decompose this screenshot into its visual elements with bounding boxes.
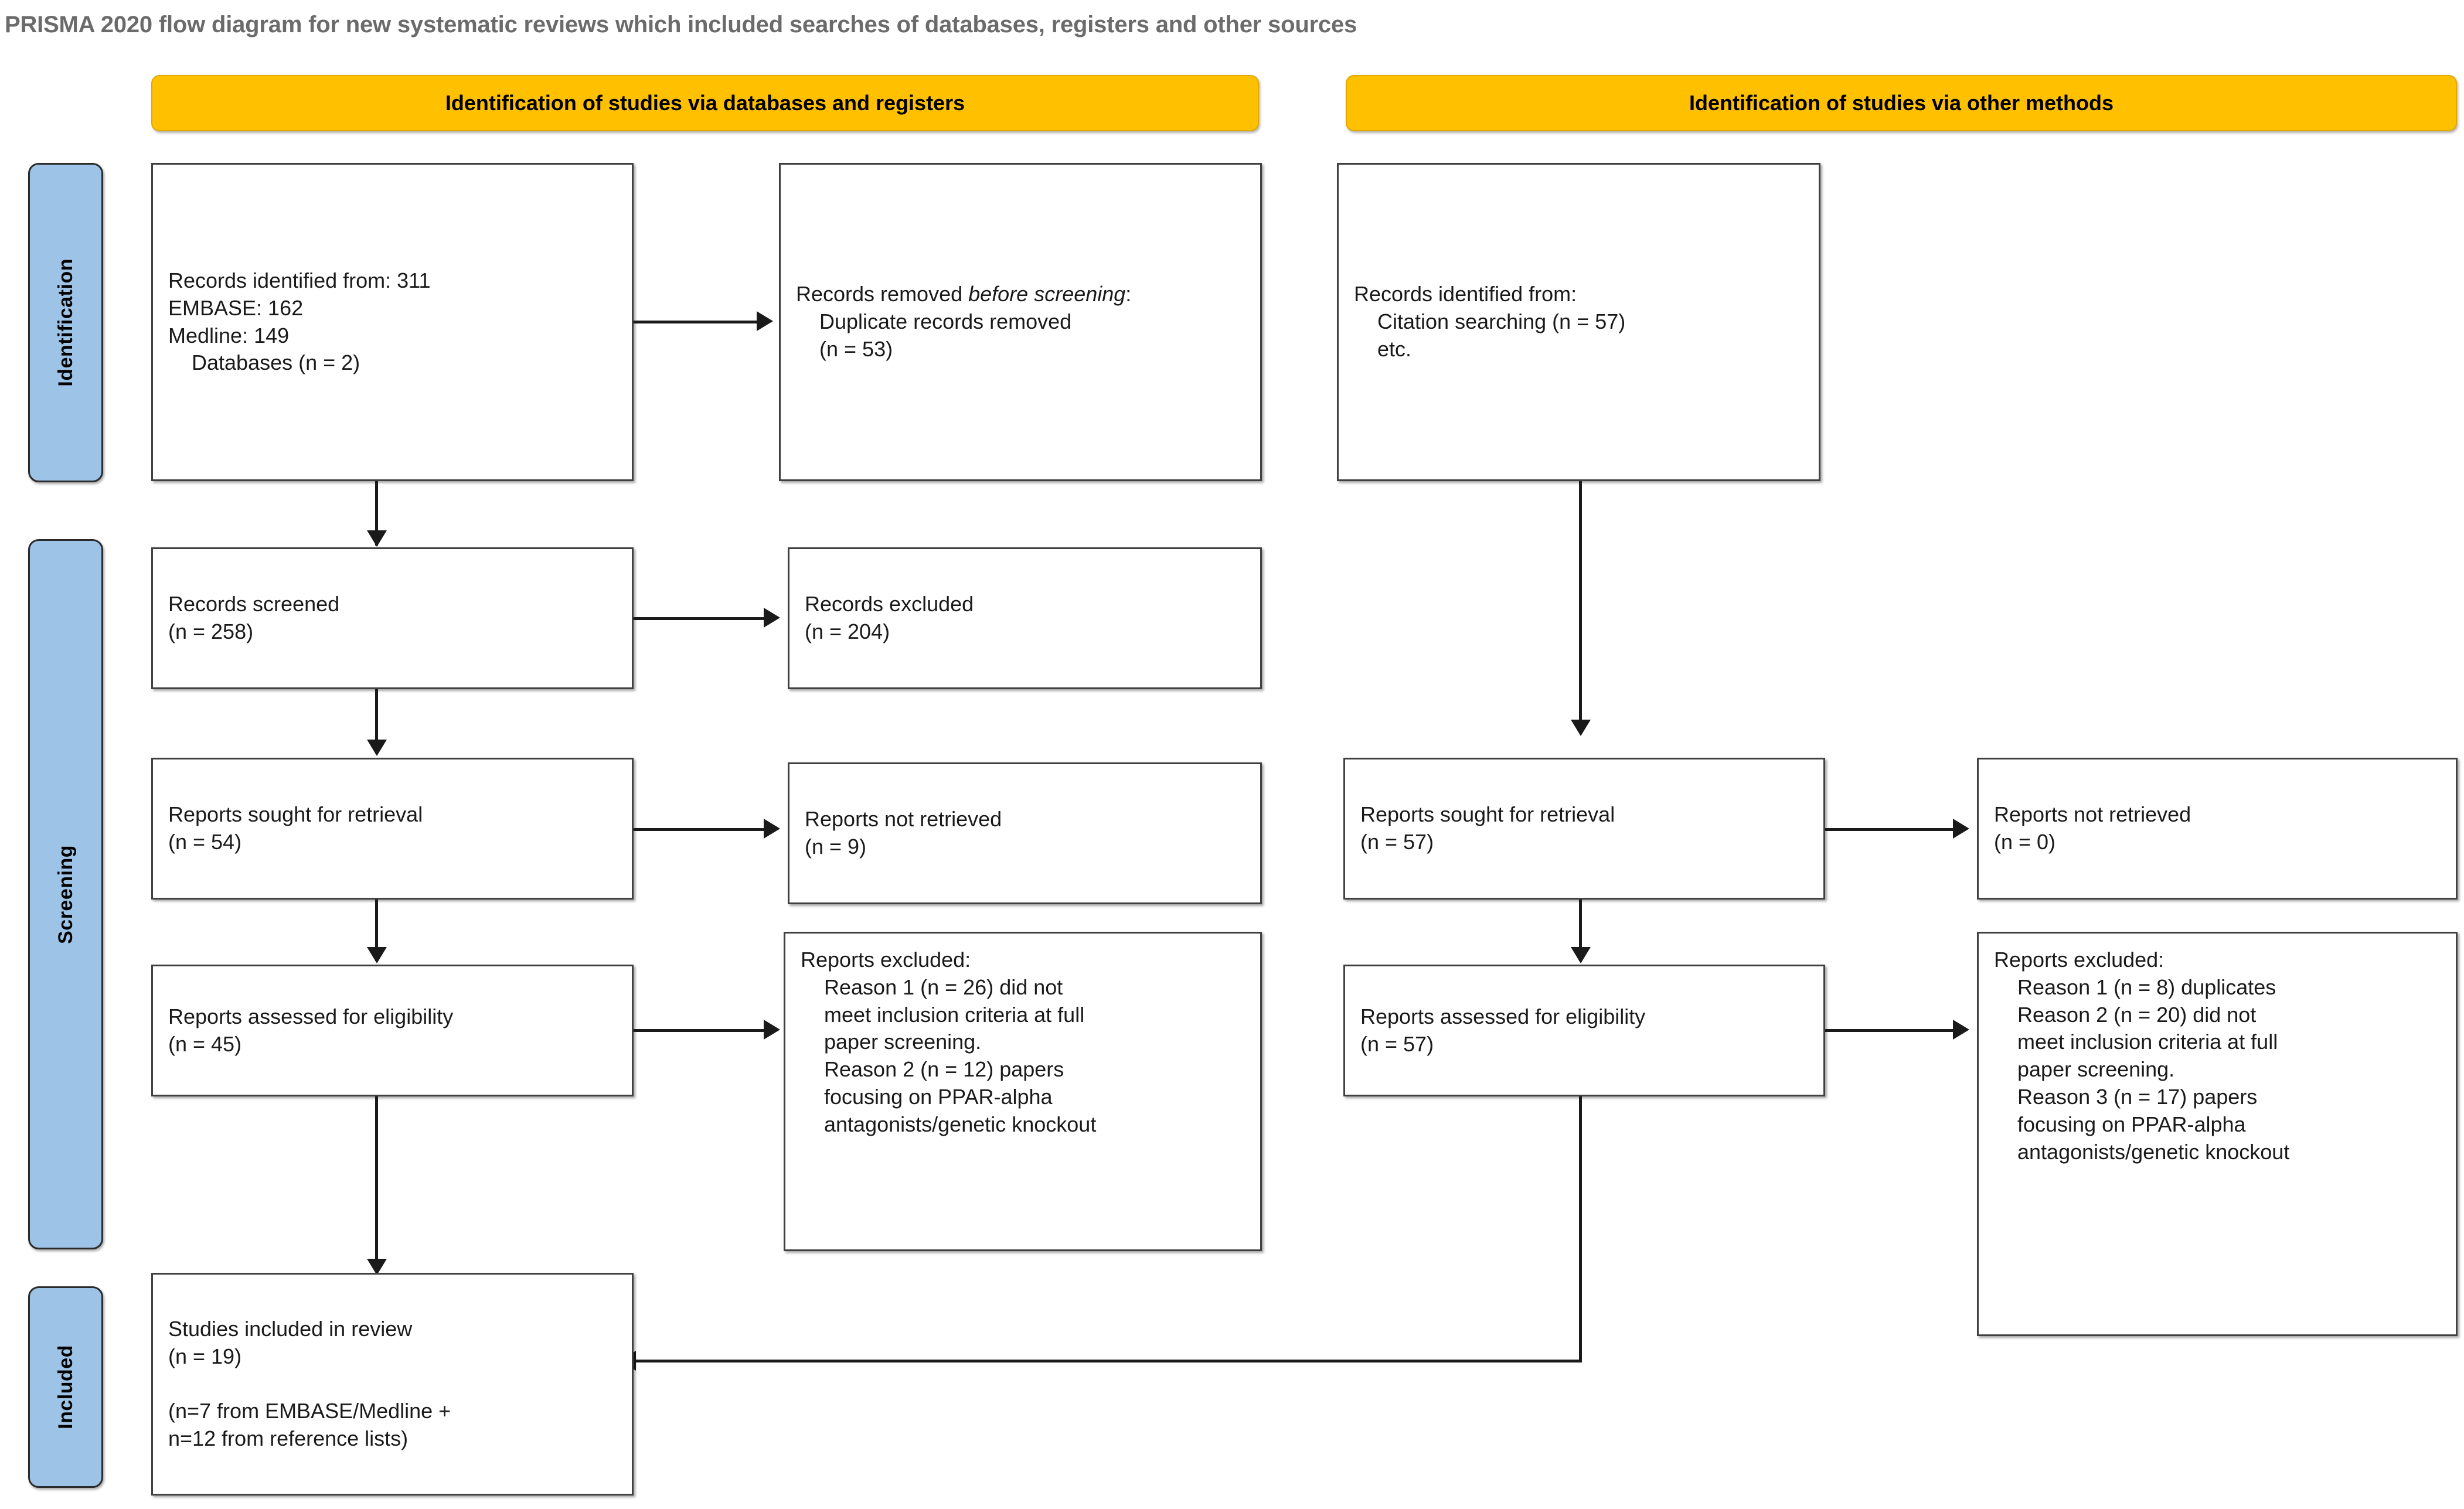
box-records-screened: Records screened (n = 258): [151, 547, 634, 689]
phase-label-included-text: Included: [54, 1345, 77, 1429]
phase-label-screening: Screening: [28, 539, 103, 1249]
box-records-excluded: Records excluded (n = 204): [788, 547, 1262, 689]
box-records-identified-other-text: Records identified from: Citation search…: [1354, 282, 1626, 361]
connector-assessed-right-down: [1579, 1096, 1582, 1362]
box-reports-assessed-left-text: Reports assessed for eligibility (n = 45…: [168, 1004, 454, 1056]
box-reports-sought-left: Reports sought for retrieval (n = 54): [151, 758, 634, 900]
connector-assessed-to-excluded-right: [1825, 1029, 1953, 1032]
box-reports-assessed-left: Reports assessed for eligibility (n = 45…: [151, 965, 634, 1096]
arrow-assessed-to-excluded-right: [1953, 1020, 1969, 1040]
box-studies-included-text: Studies included in review (n = 19) (n=7…: [168, 1317, 451, 1451]
arrow-assessed-to-excluded-left: [764, 1020, 780, 1040]
stage-header-other-methods-label: Identification of studies via other meth…: [1689, 91, 2114, 115]
arrow-sought-to-assessed-left: [367, 947, 387, 963]
box-reports-excluded-right-text: Reports excluded: Reason 1 (n = 8) dupli…: [1994, 948, 2290, 1164]
box-records-screened-text: Records screened (n = 258): [168, 592, 340, 643]
box-reports-excluded-left: Reports excluded: Reason 1 (n = 26) did …: [784, 932, 1262, 1251]
phase-label-identification: Identification: [28, 163, 103, 482]
box-records-removed-before-screening-text: Records removed before screening: Duplic…: [796, 281, 1245, 363]
box-records-identified-other: Records identified from: Citation search…: [1337, 163, 1820, 481]
page-title: PRISMA 2020 flow diagram for new systema…: [5, 12, 1357, 38]
arrow-identified-to-removed: [757, 311, 773, 331]
connector-assessed-to-excluded-left: [634, 1029, 764, 1032]
box-records-identified-databases: Records identified from: 311 EMBASE: 162…: [151, 163, 634, 481]
stage-header-databases-label: Identification of studies via databases …: [445, 91, 965, 115]
arrow-screened-to-excluded: [764, 608, 780, 628]
connector-other-to-sought: [1579, 481, 1582, 733]
box-reports-not-retrieved-left-text: Reports not retrieved (n = 9): [805, 807, 1002, 859]
arrow-other-to-sought: [1571, 720, 1591, 736]
connector-identified-to-screened: [375, 481, 378, 546]
box-reports-not-retrieved-right-text: Reports not retrieved (n = 0): [1994, 802, 2191, 854]
arrow-identified-to-screened: [367, 530, 387, 547]
box-reports-sought-right-text: Reports sought for retrieval (n = 57): [1360, 802, 1615, 854]
box-reports-sought-right: Reports sought for retrieval (n = 57): [1343, 758, 1825, 900]
box-reports-excluded-right: Reports excluded: Reason 1 (n = 8) dupli…: [1977, 932, 2458, 1336]
box-reports-excluded-left-text: Reports excluded: Reason 1 (n = 26) did …: [801, 948, 1097, 1136]
box-records-excluded-text: Records excluded (n = 204): [805, 592, 974, 643]
box-reports-sought-left-text: Reports sought for retrieval (n = 54): [168, 802, 423, 854]
connector-assessed-to-included-left: [375, 1096, 378, 1272]
arrow-sought-to-not-retrieved-right: [1953, 819, 1969, 839]
connector-assessed-right-to-included: [636, 1360, 1581, 1362]
phase-label-identification-text: Identification: [54, 258, 77, 387]
box-reports-assessed-right-text: Reports assessed for eligibility (n = 57…: [1360, 1004, 1646, 1056]
phase-label-screening-text: Screening: [54, 844, 77, 944]
connector-sought-to-assessed-left: [375, 900, 378, 961]
connector-screened-to-sought: [375, 689, 378, 754]
connector-identified-to-removed: [634, 321, 757, 323]
box-studies-included: Studies included in review (n = 19) (n=7…: [151, 1273, 634, 1496]
records-removed-italic: before screening: [968, 282, 1126, 306]
box-reports-not-retrieved-right: Reports not retrieved (n = 0): [1977, 758, 2458, 900]
arrow-screened-to-sought: [367, 740, 387, 756]
connector-sought-to-not-retrieved-left: [634, 828, 764, 831]
stage-header-databases: Identification of studies via databases …: [151, 75, 1259, 131]
phase-label-included: Included: [28, 1286, 103, 1488]
connector-screened-to-excluded: [634, 617, 764, 620]
records-removed-suffix: : Duplicate records removed (n = 53): [819, 282, 1132, 361]
arrow-assessed-to-included-left: [367, 1259, 387, 1275]
box-reports-assessed-right: Reports assessed for eligibility (n = 57…: [1343, 965, 1825, 1096]
box-records-removed-before-screening: Records removed before screening: Duplic…: [779, 163, 1262, 481]
records-removed-prefix: Records removed: [796, 282, 969, 306]
arrow-sought-to-assessed-right: [1571, 947, 1591, 963]
box-reports-not-retrieved-left: Reports not retrieved (n = 9): [788, 762, 1262, 904]
box-records-identified-databases-text: Records identified from: 311 EMBASE: 162…: [168, 268, 431, 375]
connector-sought-to-assessed-right: [1579, 900, 1582, 961]
connector-sought-to-not-retrieved-right: [1825, 828, 1953, 831]
stage-header-other-methods: Identification of studies via other meth…: [1346, 75, 2457, 131]
arrow-sought-to-not-retrieved-left: [764, 819, 780, 839]
